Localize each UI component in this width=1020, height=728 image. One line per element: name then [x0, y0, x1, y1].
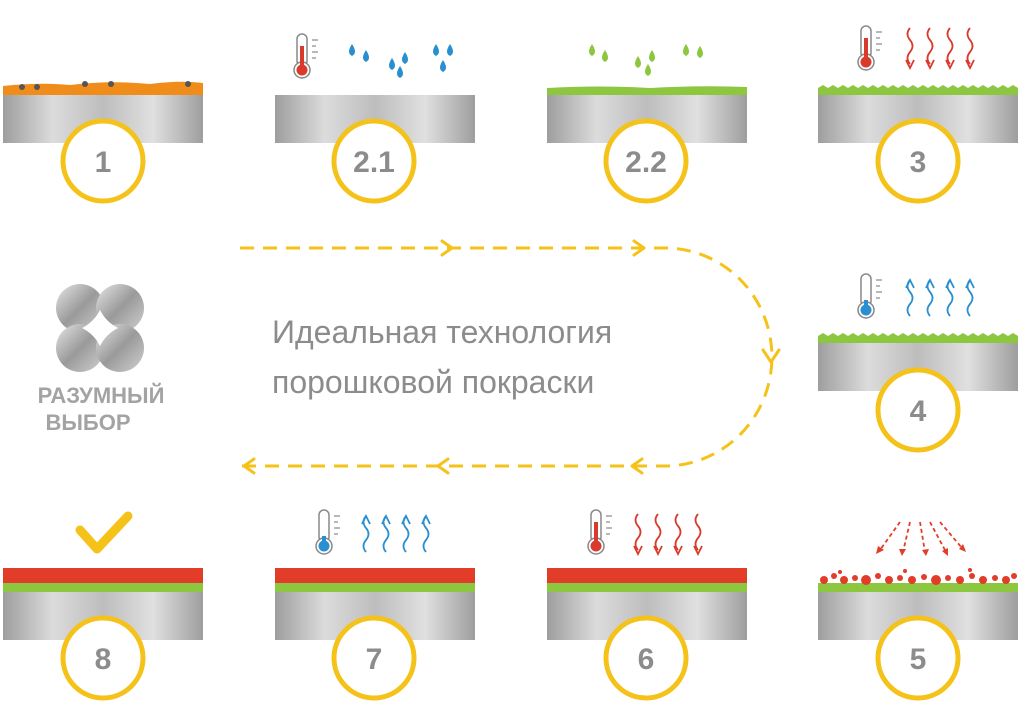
- brand-logo: РАЗУМНЫЙ ВЫБОР: [38, 284, 165, 435]
- step-6: 6: [547, 509, 747, 701]
- step-number: 1: [95, 146, 112, 179]
- green-drops-icon: [589, 44, 703, 76]
- step-number: 3: [910, 146, 927, 179]
- title-line-2: порошковой покраски: [272, 364, 594, 400]
- thermometer-hot-icon: [587, 509, 612, 555]
- step-number: 4: [910, 395, 927, 428]
- step-number: 2.2: [625, 146, 667, 179]
- paint-layer: [3, 568, 203, 583]
- step-8: 8: [3, 511, 203, 701]
- conversion-layer: [547, 86, 747, 95]
- step-number: 8: [95, 643, 112, 676]
- step-ring: [331, 118, 417, 204]
- brand-line-2: ВЫБОР: [45, 410, 130, 435]
- step-ring: [60, 615, 146, 701]
- step-4: 4: [818, 273, 1018, 453]
- step-3: 3: [818, 25, 1018, 204]
- thermometer-cold-icon: [857, 273, 882, 319]
- conversion-layer: [818, 583, 1018, 592]
- conversion-layer: [818, 333, 1018, 343]
- step-2-1: 2.1: [275, 33, 475, 204]
- conversion-layer: [275, 583, 475, 592]
- thermometer-hot-icon: [293, 33, 318, 79]
- title-line-1: Идеальная технология: [272, 314, 612, 350]
- dirt-particles: [19, 81, 191, 90]
- step-number: 7: [366, 643, 383, 676]
- flow-arrowheads: [242, 239, 781, 475]
- arrowhead-down: [761, 348, 781, 364]
- paint-layer: [547, 568, 747, 583]
- conversion-layer: [547, 583, 747, 592]
- step-number: 6: [638, 643, 655, 676]
- step-ring: [875, 118, 961, 204]
- thermometer-cold-icon: [315, 509, 340, 555]
- step-ring: [875, 615, 961, 701]
- thermometer-hot-icon: [857, 25, 882, 71]
- contamination-layer: [3, 81, 203, 95]
- arrowhead-left-2: [436, 457, 450, 475]
- water-drops-icon: [349, 44, 453, 78]
- step-ring: [875, 367, 961, 453]
- arrowhead-left-3: [242, 457, 256, 475]
- step-ring: [331, 615, 417, 701]
- step-ring: [603, 118, 689, 204]
- checkmark-icon: [75, 511, 133, 554]
- heat-waves-down-icon: [633, 513, 703, 557]
- step-1: 1: [3, 81, 203, 204]
- conversion-layer: [3, 583, 203, 592]
- spray-arrows-icon: [879, 521, 963, 553]
- powder-particles: [820, 568, 1017, 585]
- paint-layer: [275, 568, 475, 583]
- step-7: 7: [275, 509, 475, 701]
- step-number: 5: [910, 643, 927, 676]
- step-ring: [603, 615, 689, 701]
- arrowhead-left-1: [630, 457, 644, 475]
- arrowhead-right-1: [440, 239, 454, 257]
- step-ring: [60, 118, 146, 204]
- cool-waves-up-icon: [905, 277, 975, 317]
- step-number: 2.1: [353, 146, 395, 179]
- arrowhead-right-2: [632, 239, 646, 257]
- brand-line-1: РАЗУМНЫЙ: [38, 383, 165, 408]
- conversion-layer: [818, 85, 1018, 95]
- step-5: 5: [818, 521, 1018, 701]
- spray-arrowheads: [876, 544, 966, 556]
- heat-waves-down-icon: [905, 27, 975, 71]
- cool-waves-up-icon: [361, 513, 431, 553]
- process-flow-arrow: [240, 246, 774, 468]
- logo-emblem-icon: [56, 284, 144, 372]
- step-2-2: 2.2: [547, 44, 747, 204]
